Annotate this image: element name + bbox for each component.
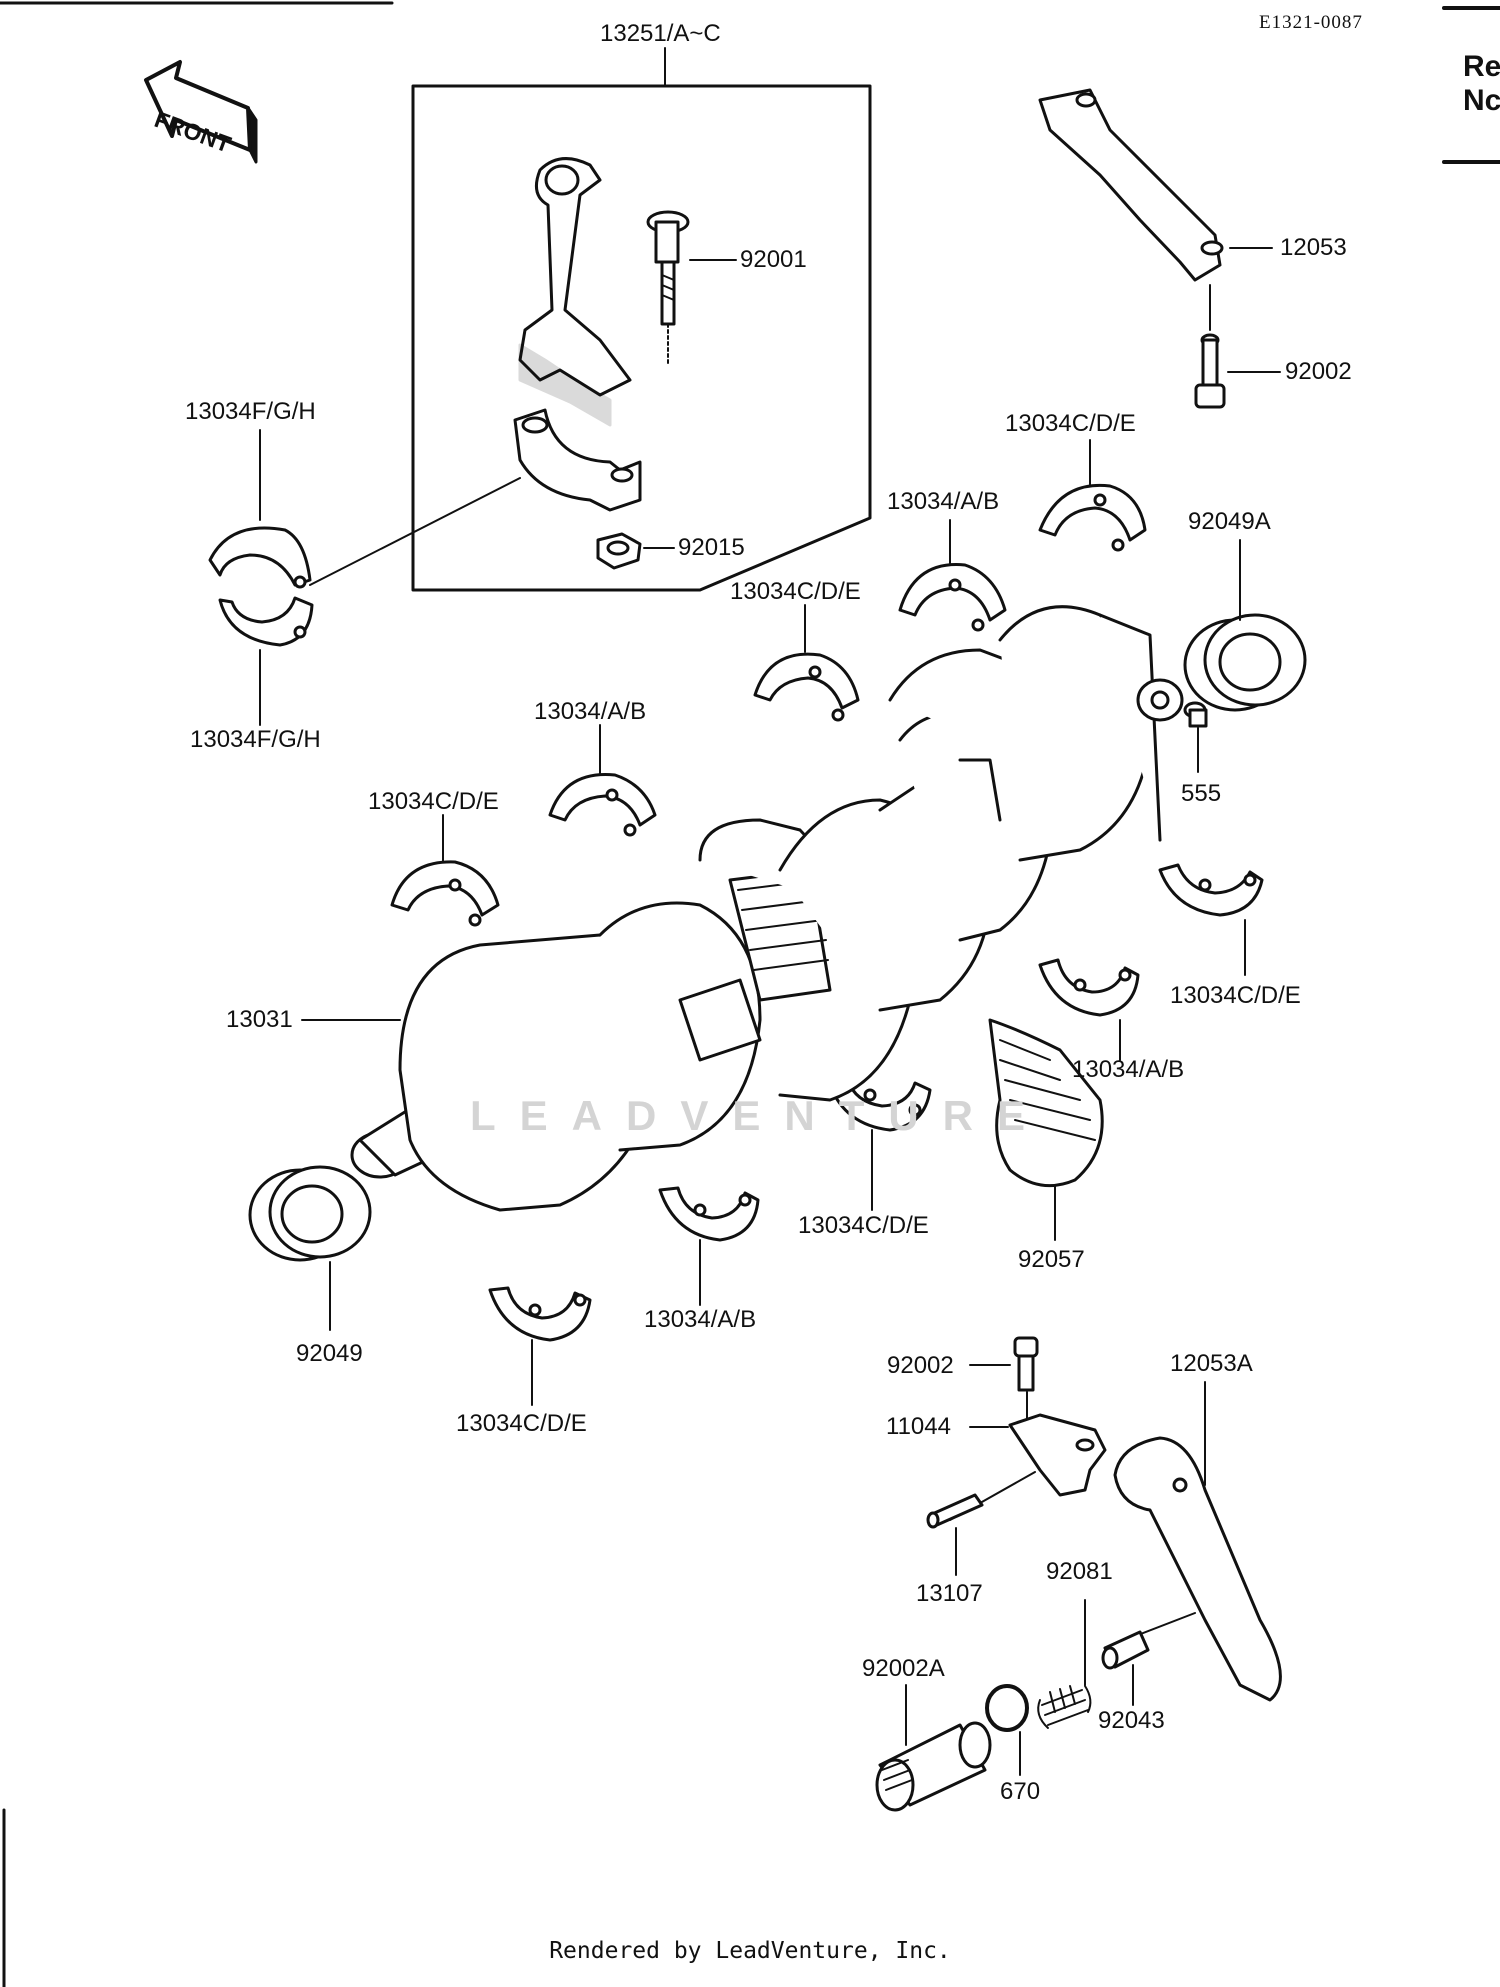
bearing-shell-ab-3 <box>1038 958 1140 1017</box>
callout-92002a: 92002A <box>862 1655 945 1682</box>
conrod-bolt <box>646 210 690 326</box>
callout-13107: 13107 <box>916 1580 983 1607</box>
pin-13107 <box>926 1493 984 1529</box>
bearing-shell-ab-4 <box>658 1186 760 1242</box>
bearing-shell-cde-4 <box>1158 863 1264 917</box>
bearing-shell-fgh-bottom <box>218 596 314 647</box>
front-arrow-icon <box>144 60 258 164</box>
callout-13034ab-3: 13034/A/B <box>1072 1056 1185 1083</box>
callout-13034ab-4: 13034/A/B <box>644 1306 757 1333</box>
callout-13034fgh-top: 13034F/G/H <box>185 398 316 425</box>
callout-11044: 11044 <box>886 1413 951 1440</box>
callout-12053: 12053 <box>1280 234 1347 261</box>
callout-13031: 13031 <box>226 1006 293 1033</box>
callout-13034cde-2: 13034C/D/E <box>730 578 861 605</box>
callout-555: 555 <box>1181 780 1222 807</box>
callout-92057: 92057 <box>1018 1246 1085 1273</box>
crankshaft <box>350 605 1184 1212</box>
tensioner-guide-12053a <box>1113 1436 1282 1702</box>
bearing-shell-cde-2 <box>753 652 860 722</box>
callout-13034ab-2: 13034/A/B <box>534 698 647 725</box>
bearing-shell-cde-6 <box>488 1286 592 1342</box>
plug-92002a <box>875 1721 992 1812</box>
o-ring-670 <box>985 1684 1029 1732</box>
callout-670: 670 <box>1000 1778 1041 1805</box>
conrod-cap <box>513 408 642 512</box>
callout-92015: 92015 <box>678 534 745 561</box>
callout-12053a: 12053A <box>1170 1350 1253 1377</box>
callout-92002-bottom: 92002 <box>887 1352 954 1379</box>
conrod-assembly-box <box>411 84 872 592</box>
footer-credit: Rendered by LeadVenture, Inc. <box>549 1938 951 1964</box>
bearing-shell-cde-1 <box>1038 483 1147 552</box>
bracket-12053 <box>1038 88 1224 331</box>
callout-13034cde-4: 13034C/D/E <box>1170 982 1301 1009</box>
oil-seal-92049 <box>248 1165 372 1262</box>
spring-92081 <box>1037 1685 1092 1729</box>
callout-92049a: 92049A <box>1188 508 1271 535</box>
callout-13034cde-3: 13034C/D/E <box>368 788 499 815</box>
oil-seal-92049a <box>1183 613 1307 712</box>
callout-13034fgh-bottom: 13034F/G/H <box>190 726 321 753</box>
bearing-shell-cde-3 <box>390 860 500 927</box>
callout-13034ab-1: 13034/A/B <box>887 488 1000 515</box>
callout-13034cde-1: 13034C/D/E <box>1005 410 1136 437</box>
diagram-reference-code: E1321-0087 <box>1259 12 1363 33</box>
callout-13034cde-6: 13034C/D/E <box>456 1410 587 1437</box>
bearing-shell-ab-2 <box>548 773 657 837</box>
side-text-line-1: Re <box>1463 50 1500 83</box>
callout-92081: 92081 <box>1046 1558 1113 1585</box>
callout-13034cde-5: 13034C/D/E <box>798 1212 929 1239</box>
dowel-pin-555 <box>1183 701 1208 728</box>
bearing-shell-ab-1 <box>898 563 1007 632</box>
callout-92002-top: 92002 <box>1285 358 1352 385</box>
callout-92049: 92049 <box>296 1340 363 1367</box>
conrod-nut <box>596 532 642 570</box>
side-text-line-2: Nc <box>1463 84 1500 117</box>
cam-chain-tensioner-bolt <box>1013 1336 1039 1392</box>
connecting-rod <box>518 157 632 427</box>
bearing-shell-cde-5 <box>828 1078 932 1132</box>
callout-92043: 92043 <box>1098 1707 1165 1734</box>
callout-92001: 92001 <box>740 246 807 273</box>
bearing-shell-fgh-top <box>208 526 312 589</box>
bracket-bolt-top <box>1194 333 1226 409</box>
cam-chain <box>988 1018 1104 1188</box>
watermark: LEADVENTURE <box>470 1092 1050 1139</box>
callout-13251: 13251/A~C <box>600 20 721 47</box>
plunger-92043 <box>1101 1630 1150 1670</box>
tensioner-holder-11044 <box>1008 1413 1107 1497</box>
